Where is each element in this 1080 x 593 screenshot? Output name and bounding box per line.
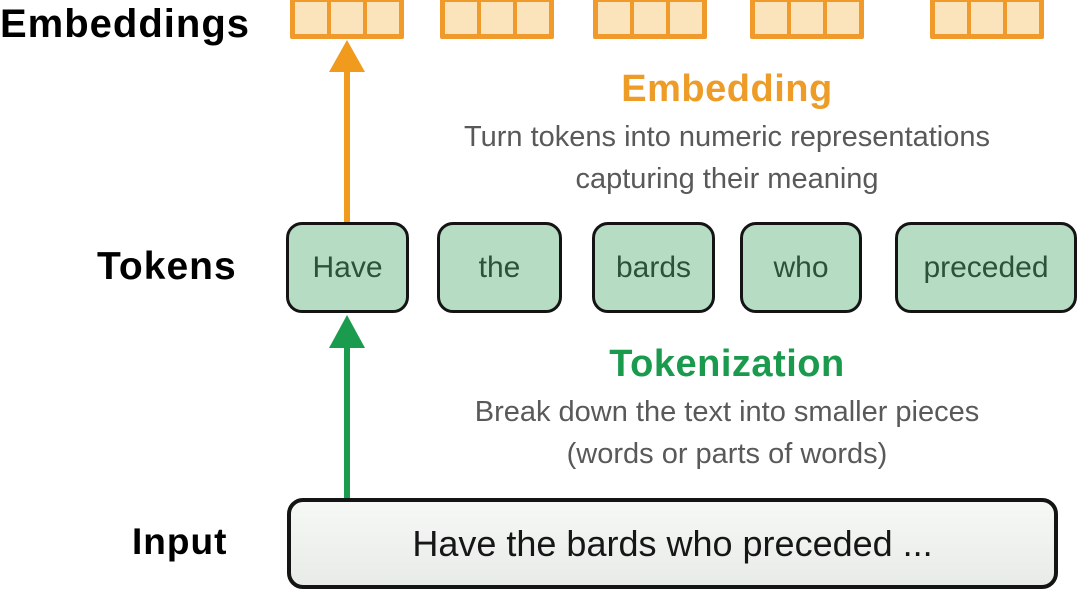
tokenization-step-description-line1: Break down the text into smaller pieces	[474, 396, 980, 428]
embedding-arrow-head-icon	[329, 40, 365, 72]
embedding-cell	[443, 0, 479, 36]
embedding-step-title: Embedding	[621, 68, 833, 110]
embedding-cell	[1005, 0, 1041, 36]
embedding-cell	[596, 0, 632, 36]
embedding-arrow-line	[344, 68, 350, 224]
tokenization-arrow-head-icon	[329, 315, 365, 348]
tokenization-step-annotation: Tokenization Break down the text into sm…	[420, 341, 1034, 475]
tokenization-arrow-line	[344, 345, 350, 500]
embedding-cell	[753, 0, 789, 36]
token-box-the: the	[437, 222, 562, 313]
input-text-box: Have the bards who preceded ...	[287, 498, 1058, 589]
input-row-label: Input	[132, 521, 228, 562]
tokenization-step-description-line2: (words or parts of words)	[566, 438, 888, 470]
embedding-cell	[632, 0, 668, 36]
embedding-cell	[825, 0, 861, 36]
token-box-preceded: preceded	[895, 222, 1077, 313]
embedding-vector-5	[930, 0, 1044, 39]
embedding-cell	[293, 0, 329, 36]
token-box-have: Have	[286, 222, 409, 313]
embedding-step-description-line2: capturing their meaning	[575, 163, 879, 195]
embedding-cell	[933, 0, 969, 36]
embedding-cell	[969, 0, 1005, 36]
tokenization-step-title: Tokenization	[609, 343, 845, 385]
tokens-row-label: Tokens	[97, 245, 237, 288]
embedding-vector-1	[290, 0, 404, 39]
embedding-step-annotation: Embedding Turn tokens into numeric repre…	[420, 66, 1034, 200]
embeddings-row-label: Embeddings	[0, 2, 251, 46]
token-box-bards: bards	[592, 222, 715, 313]
embedding-cell	[329, 0, 365, 36]
embedding-cell	[668, 0, 704, 36]
embedding-vector-4	[750, 0, 864, 39]
token-box-who: who	[740, 222, 862, 313]
embedding-cell	[789, 0, 825, 36]
embedding-cell	[365, 0, 401, 36]
embedding-cell	[479, 0, 515, 36]
embedding-vector-3	[593, 0, 707, 39]
embedding-cell	[515, 0, 551, 36]
embedding-vector-2	[440, 0, 554, 39]
embedding-step-description-line1: Turn tokens into numeric representations	[463, 121, 991, 153]
